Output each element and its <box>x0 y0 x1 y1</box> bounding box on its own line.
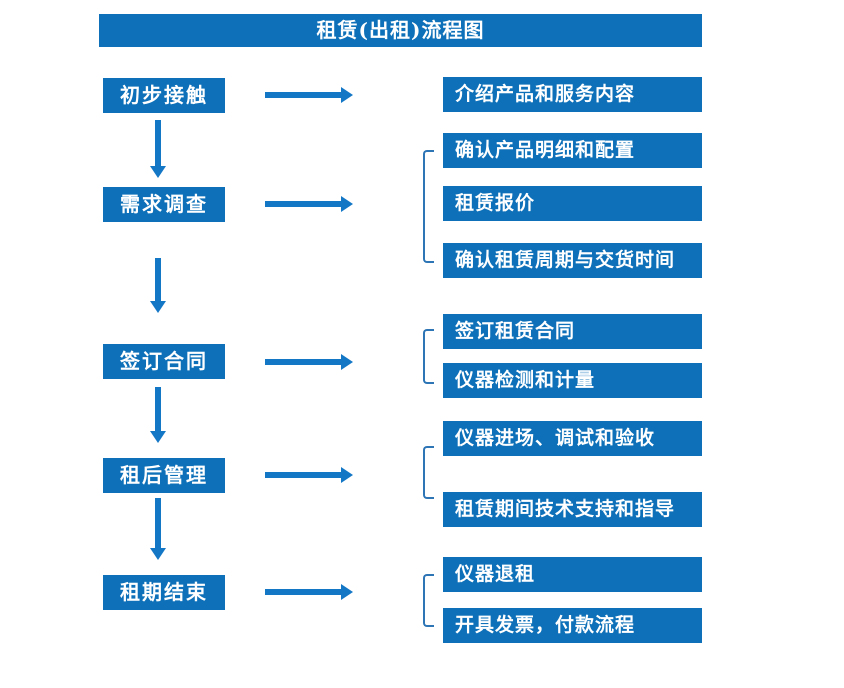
detail-box-confirm-rental-period-delivery: 确认租赁周期与交货时间 <box>443 243 702 278</box>
arrow-shaft <box>265 472 341 478</box>
arrow-shaft <box>155 387 161 431</box>
group-bracket <box>423 574 434 627</box>
right-arrow-icon <box>265 467 353 483</box>
arrow-shaft <box>155 498 161 548</box>
right-arrow-icon <box>265 584 353 600</box>
right-arrow-icon <box>265 354 353 370</box>
arrow-head <box>341 87 353 103</box>
right-arrow-icon <box>265 196 353 212</box>
right-arrow-icon <box>265 87 353 103</box>
step-box-rental-end: 租期结束 <box>103 575 225 610</box>
down-arrow-icon <box>150 498 166 560</box>
arrow-head <box>341 196 353 212</box>
arrow-head <box>341 584 353 600</box>
detail-box-confirm-product-details-config: 确认产品明细和配置 <box>443 133 702 168</box>
step-box-initial-contact: 初步接触 <box>103 78 225 113</box>
down-arrow-icon <box>150 258 166 313</box>
arrow-shaft <box>265 589 341 595</box>
group-bracket <box>423 329 434 384</box>
arrow-head <box>341 467 353 483</box>
arrow-shaft <box>265 201 341 207</box>
detail-box-technical-support-guidance: 租赁期间技术支持和指导 <box>443 492 702 527</box>
detail-box-instrument-return: 仪器退租 <box>443 557 702 592</box>
arrow-head <box>150 301 166 313</box>
arrow-head <box>150 431 166 443</box>
flowchart-title: 租赁(出租)流程图 <box>99 14 702 47</box>
arrow-shaft <box>155 258 161 301</box>
arrow-shaft <box>265 359 341 365</box>
detail-box-introduce-products-services: 介绍产品和服务内容 <box>443 77 702 112</box>
arrow-head <box>341 354 353 370</box>
arrow-shaft <box>155 120 161 166</box>
detail-box-instrument-testing-metering: 仪器检测和计量 <box>443 363 702 398</box>
detail-box-invoice-payment-process: 开具发票，付款流程 <box>443 608 702 643</box>
step-box-sign-contract: 签订合同 <box>103 344 225 379</box>
detail-box-sign-rental-contract: 签订租赁合同 <box>443 314 702 349</box>
group-bracket <box>423 446 434 499</box>
arrow-head <box>150 166 166 178</box>
detail-box-rental-quotation: 租赁报价 <box>443 186 702 221</box>
down-arrow-icon <box>150 387 166 443</box>
detail-box-instrument-entry-debug-acceptance: 仪器进场、调试和验收 <box>443 421 702 456</box>
group-bracket <box>423 150 434 263</box>
arrow-shaft <box>265 92 341 98</box>
step-box-demand-survey: 需求调查 <box>103 187 225 222</box>
step-box-post-rental-management: 租后管理 <box>103 458 225 493</box>
arrow-head <box>150 548 166 560</box>
down-arrow-icon <box>150 120 166 178</box>
